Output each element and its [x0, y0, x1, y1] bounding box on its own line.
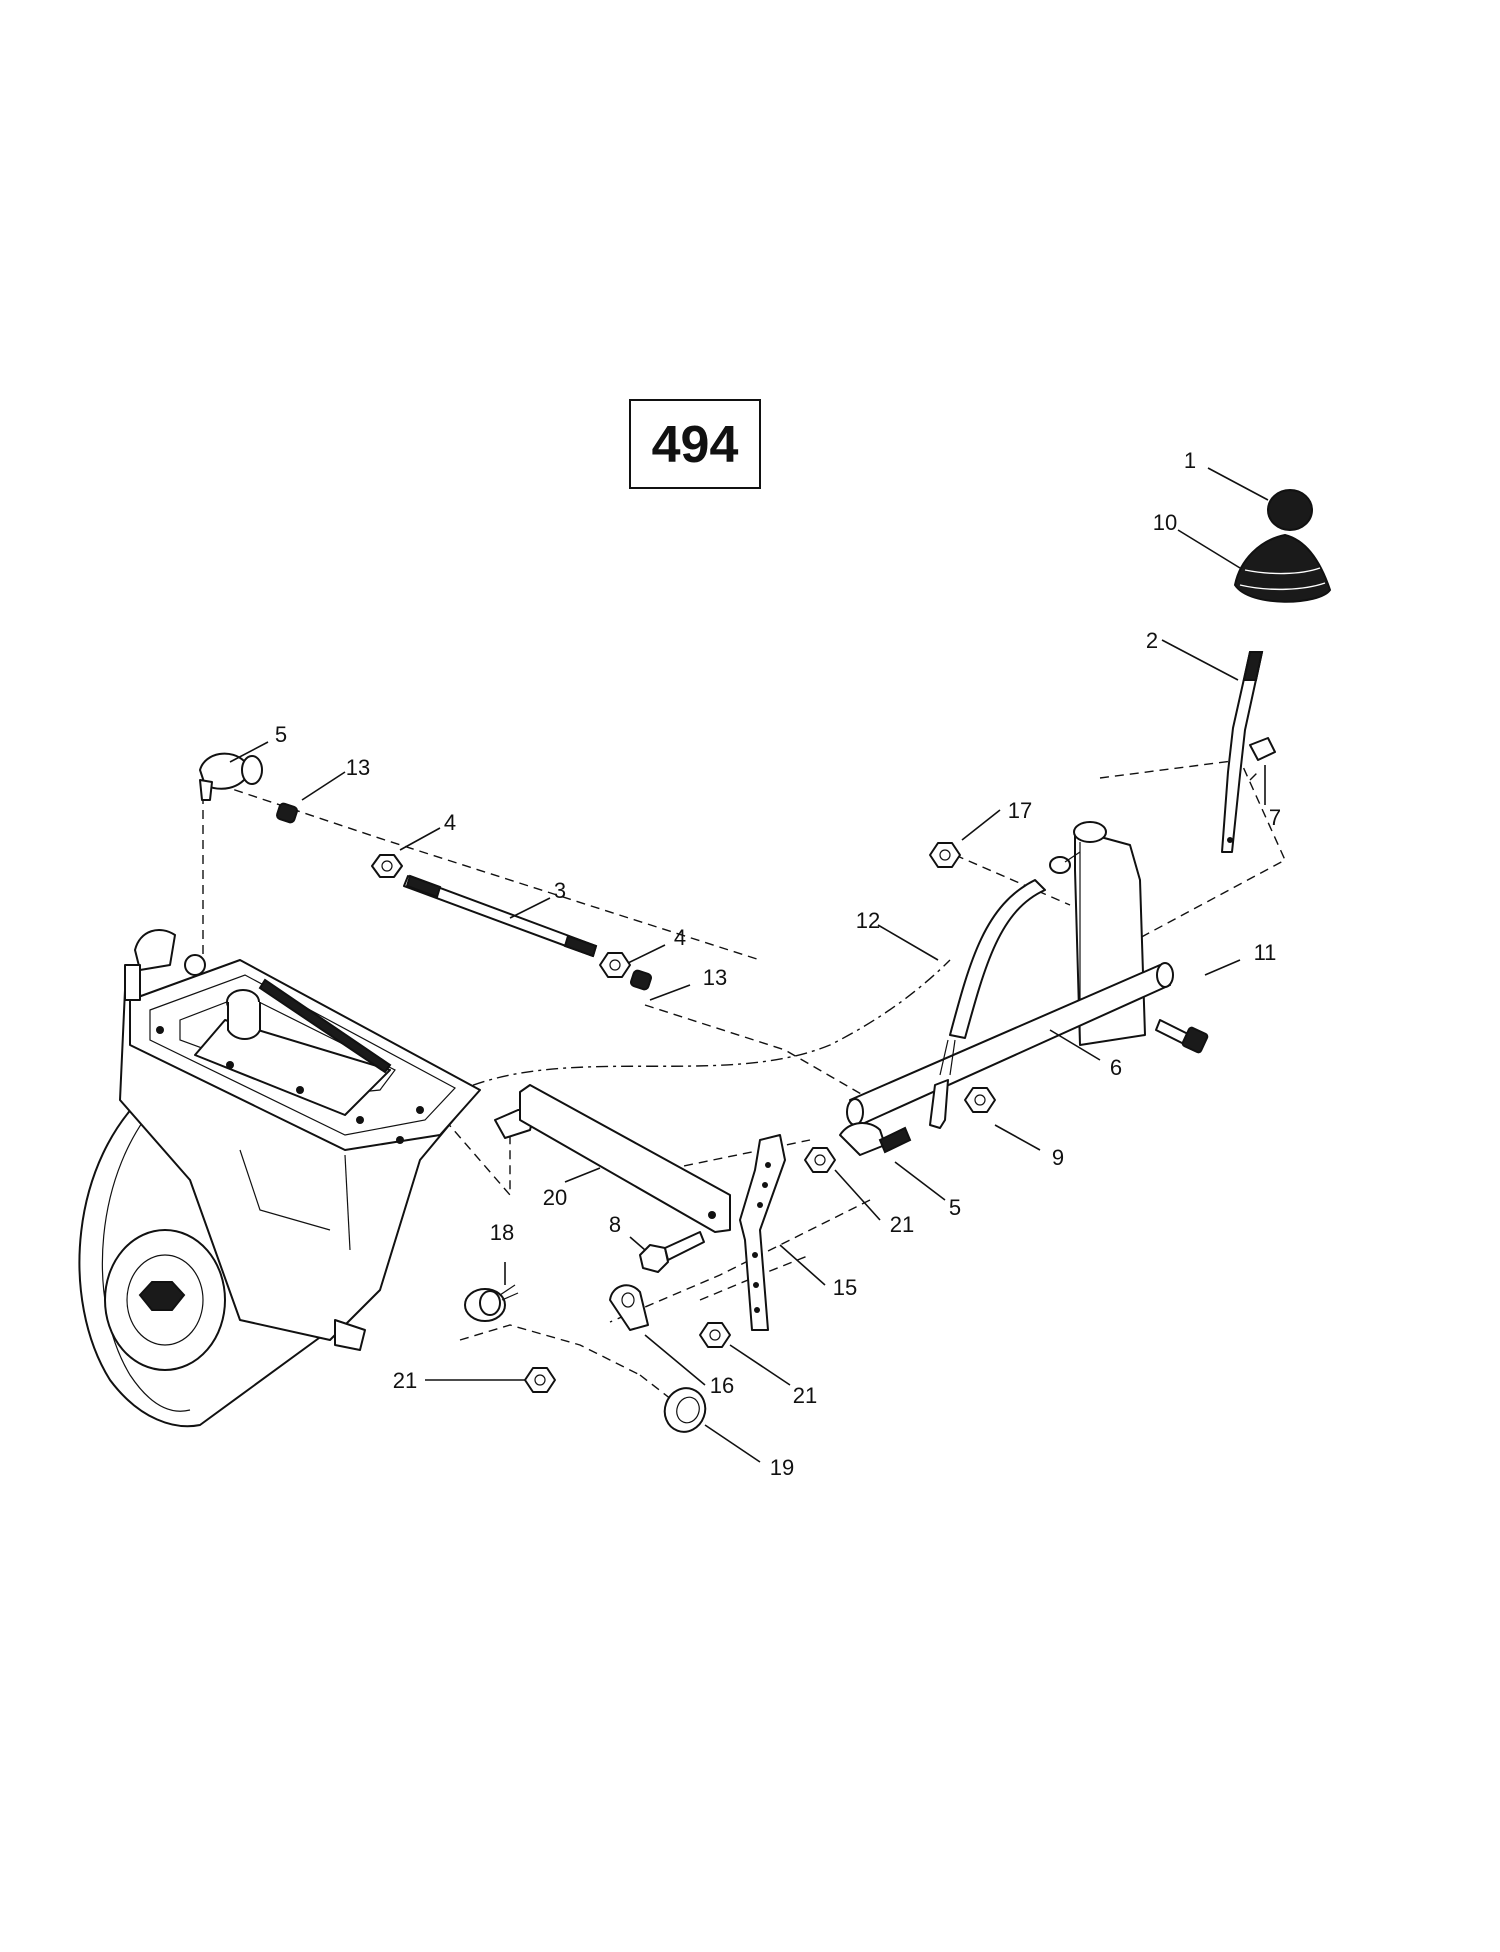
- callout-7: 7: [1269, 805, 1281, 830]
- part-21-nut-a: [804, 1147, 836, 1173]
- callout-8: 8: [609, 1212, 621, 1237]
- callout-15: 15: [833, 1275, 857, 1300]
- callout-4-lower: 4: [674, 925, 686, 950]
- part-11-bolt: [1155, 1019, 1209, 1054]
- callout-5-top: 5: [275, 722, 287, 747]
- part-6-shift-shaft-assembly: [846, 821, 1174, 1129]
- callout-6: 6: [1110, 1055, 1122, 1080]
- callout-2: 2: [1146, 628, 1158, 653]
- callout-21-lower-right: 21: [793, 1383, 817, 1408]
- part-15-mounting-plate: [739, 1134, 786, 1331]
- diagram-number-badge: 494: [629, 399, 761, 489]
- part-21-nut-b: [699, 1322, 731, 1348]
- part-4-nut-top: [371, 854, 403, 878]
- part-9-nut: [964, 1087, 996, 1113]
- callout-13-top: 13: [346, 755, 370, 780]
- callout-10: 10: [1153, 510, 1177, 535]
- callout-leader-lines: [229, 467, 1269, 1463]
- part-4-nut-lower: [599, 952, 631, 978]
- callout-labels: 1 10 2 5 13 4 3 7 17 12 11 4 13 6 9 20 2…: [275, 448, 1281, 1480]
- callout-9: 9: [1052, 1145, 1064, 1170]
- callout-1: 1: [1184, 448, 1196, 473]
- part-5-elbow-fitting-left: [199, 752, 263, 801]
- part-18-bushing: [464, 1284, 519, 1322]
- callout-16: 16: [710, 1373, 734, 1398]
- engine-assembly: [78, 929, 481, 1428]
- callout-12: 12: [856, 908, 880, 933]
- diagram-number: 494: [652, 416, 739, 474]
- part-13-spacer-lower: [630, 969, 652, 991]
- part-20-bracket: [494, 1084, 731, 1233]
- callout-3: 3: [554, 878, 566, 903]
- part-16-tab: [609, 1284, 649, 1331]
- callout-20: 20: [543, 1185, 567, 1210]
- part-10-rubber-boot: [1233, 533, 1332, 603]
- part-8-bolt: [639, 1231, 705, 1273]
- part-3-threaded-rod: [403, 874, 598, 958]
- callout-5-lower: 5: [949, 1195, 961, 1220]
- callout-13-lower: 13: [703, 965, 727, 990]
- callout-4-top: 4: [444, 810, 456, 835]
- part-19-bearing: [663, 1387, 707, 1433]
- part-1-shift-knob: [1267, 489, 1313, 531]
- callout-19: 19: [770, 1455, 794, 1480]
- part-13-spacer-top: [276, 802, 298, 824]
- assembly-guide-lines: [189, 759, 1286, 1411]
- part-2-shift-lever: [1221, 651, 1264, 853]
- callout-18: 18: [490, 1220, 514, 1245]
- callout-21-right: 21: [890, 1212, 914, 1237]
- part-7-set-screw: [1249, 737, 1276, 761]
- part-12-cable: [939, 851, 1081, 1076]
- callout-11: 11: [1254, 940, 1277, 965]
- callout-17: 17: [1008, 798, 1032, 823]
- callout-21-left: 21: [393, 1368, 417, 1393]
- part-5-fitting-lower: [839, 1122, 912, 1156]
- part-17-nut: [929, 842, 961, 868]
- part-21-nut-c: [524, 1367, 556, 1393]
